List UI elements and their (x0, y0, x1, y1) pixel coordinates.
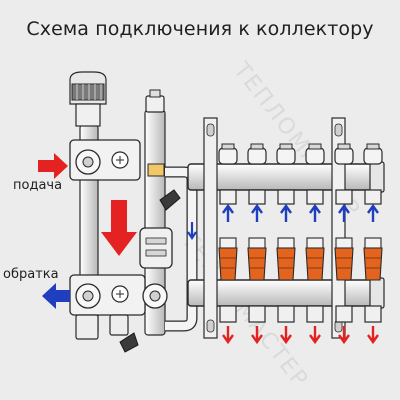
circuit-supply-arrow-icon (280, 326, 292, 345)
page-title: Схема подключения к коллектору (26, 18, 374, 40)
supply-outlet-fitting (277, 189, 295, 205)
supply-outlet-fitting (219, 189, 237, 205)
supply-outlet-fitting (364, 189, 382, 205)
return-label: обратка (3, 267, 59, 282)
supply-valve-cap (247, 147, 267, 165)
flowmeter (276, 247, 296, 281)
flowmeter (247, 247, 267, 281)
circuit-supply-arrow-icon (367, 326, 379, 345)
circuit-supply-arrow-icon (222, 326, 234, 345)
drain-fitting (75, 314, 99, 340)
supply-valve-cap (363, 147, 383, 165)
circuit-supply-arrow-icon (338, 326, 350, 345)
supply-valve-cap (334, 147, 354, 165)
mounting-bracket (331, 117, 346, 339)
supply-outlet-fitting (248, 189, 266, 205)
supply-valve-body (69, 139, 141, 181)
supply-valve-cap-top (250, 143, 264, 150)
circuit-return-arrow-icon (309, 203, 321, 222)
circuit-return-arrow-icon (280, 203, 292, 222)
circuit-return-arrow-icon (222, 203, 234, 222)
return-outlet-fitting (364, 305, 382, 323)
circuit-supply-arrow-icon (309, 326, 321, 345)
return-valve-body (69, 274, 168, 316)
mixing-fitting (147, 163, 165, 177)
flowmeter-top (364, 237, 382, 249)
flowmeter-top (306, 237, 324, 249)
circulation-pump (139, 227, 173, 269)
return-outlet-fitting (219, 305, 237, 323)
return-outlet-fitting (335, 305, 353, 323)
flowmeter-top (277, 237, 295, 249)
flow-down-arrow-icon (101, 200, 137, 256)
flowmeter (363, 247, 383, 281)
supply-valve-cap (218, 147, 238, 165)
supply-label: подача (13, 178, 63, 193)
air-vent (145, 89, 165, 113)
supply-arrow-icon (38, 153, 68, 179)
valve-handle (159, 189, 181, 211)
flowmeter (305, 247, 325, 281)
drain-fitting (109, 314, 129, 336)
return-outlet-fitting (306, 305, 324, 323)
valve-handle (119, 332, 139, 353)
bypass-flow-arrow-icon (187, 222, 197, 240)
supply-valve-cap-top (366, 143, 380, 150)
circuit-supply-arrow-icon (251, 326, 263, 345)
return-arrow-icon (42, 283, 70, 309)
supply-outlet-fitting (306, 189, 324, 205)
supply-valve-cap-top (308, 143, 322, 150)
circuit-return-arrow-icon (367, 203, 379, 222)
flowmeter-top (248, 237, 266, 249)
return-outlet-fitting (248, 305, 266, 323)
supply-valve-cap (305, 147, 325, 165)
flowmeter-top (219, 237, 237, 249)
circuit-return-arrow-icon (251, 203, 263, 222)
supply-valve-cap-top (337, 143, 351, 150)
flowmeter (334, 247, 354, 281)
return-outlet-fitting (277, 305, 295, 323)
supply-valve-cap-top (279, 143, 293, 150)
supply-valve-cap (276, 147, 296, 165)
flowmeter (218, 247, 238, 281)
flowmeter-top (335, 237, 353, 249)
circuit-return-arrow-icon (338, 203, 350, 222)
supply-outlet-fitting (335, 189, 353, 205)
mounting-bracket (203, 117, 218, 339)
supply-valve-cap-top (221, 143, 235, 150)
thermostatic-head (69, 71, 107, 127)
